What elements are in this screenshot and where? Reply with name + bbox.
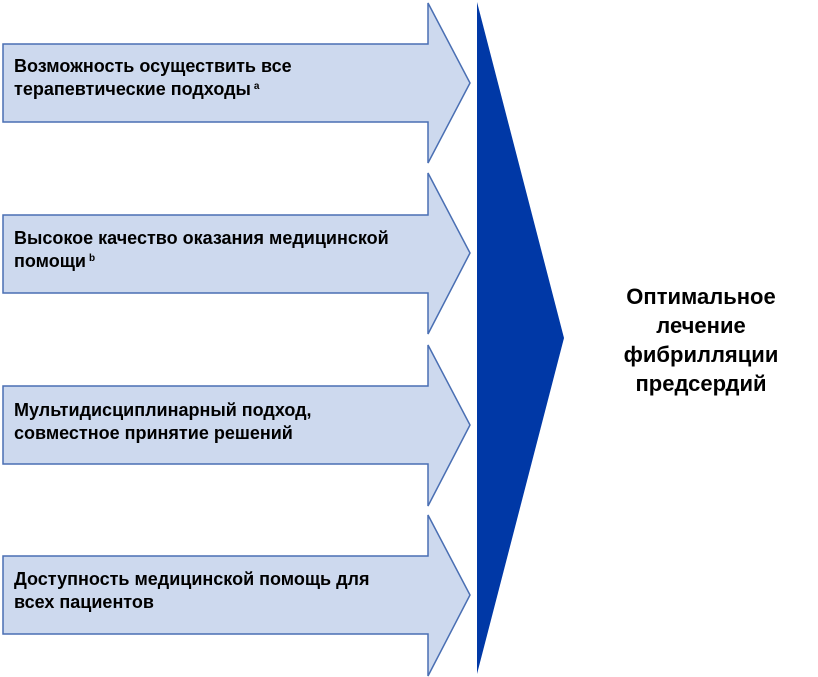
- input-label-4: Доступность медицинской помощь для всех …: [14, 568, 414, 614]
- input-arrow-3: [2, 344, 471, 507]
- input-arrow-1: [2, 2, 471, 164]
- input-label-1-footnote: a: [253, 81, 260, 92]
- input-label-2: Высокое качество оказания медицинской по…: [14, 227, 414, 273]
- input-label-3-text: Мультидисциплинарный подход, совместное …: [14, 400, 312, 443]
- outcome-arrow: [477, 2, 564, 674]
- input-label-2-footnote: b: [88, 253, 96, 264]
- input-label-4-text: Доступность медицинской помощь для всех …: [14, 569, 370, 612]
- input-label-2-text: Высокое качество оказания медицинской по…: [14, 228, 389, 271]
- input-label-1: Возможность осуществить все терапевтичес…: [14, 55, 414, 101]
- input-arrow-4: [2, 514, 471, 677]
- outcome-label: Оптимальное лечение фибрилляции предсерд…: [623, 284, 779, 396]
- input-label-3: Мультидисциплинарный подход, совместное …: [14, 399, 414, 445]
- input-arrow-2: [2, 172, 471, 335]
- input-label-1-text: Возможность осуществить все терапевтичес…: [14, 56, 292, 99]
